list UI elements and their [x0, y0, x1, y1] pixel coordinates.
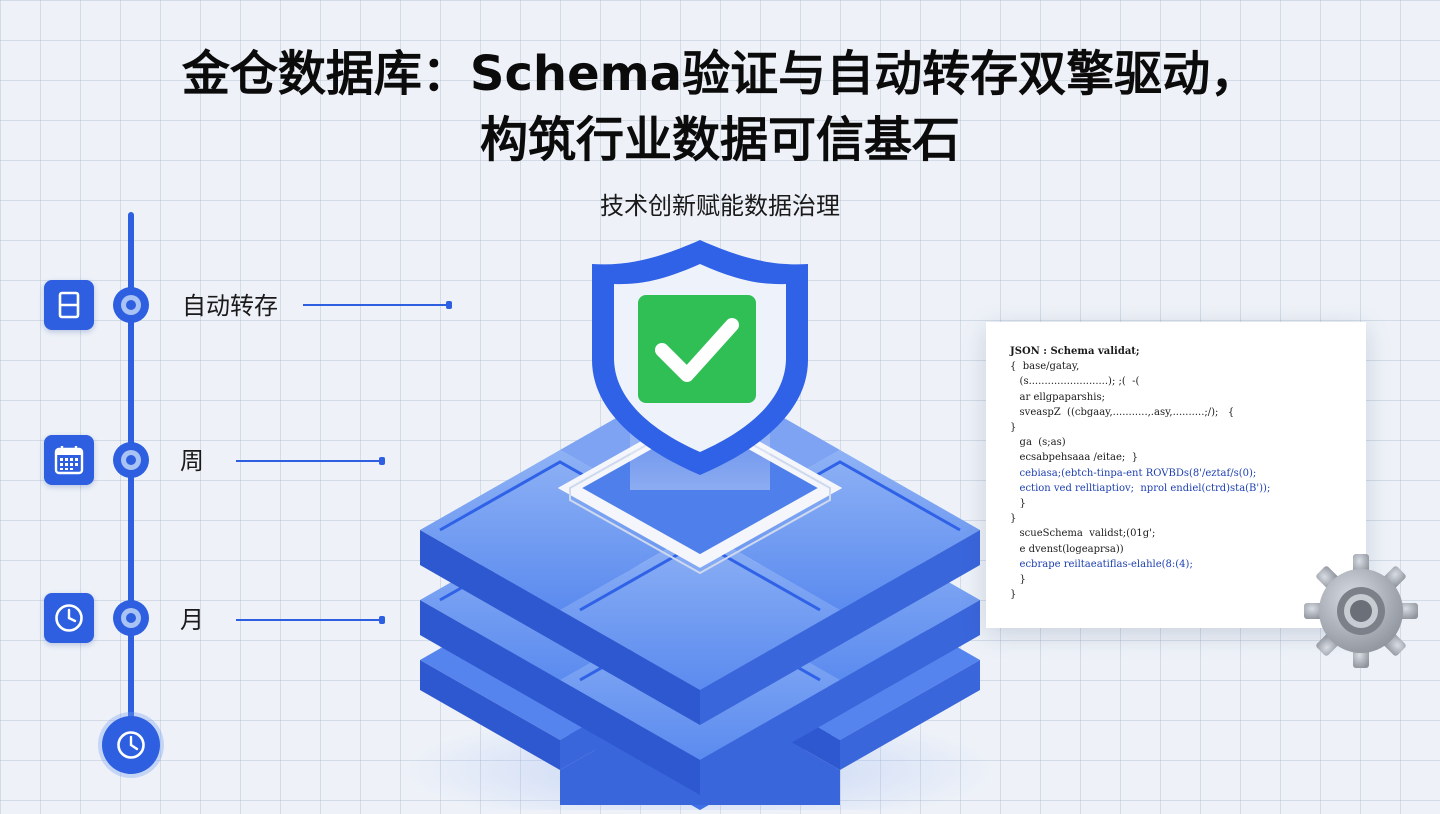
database-shield-illustration: [380, 230, 1020, 814]
code-line: (s.........................); ;( -(: [1010, 376, 1140, 388]
timeline-connector: [303, 301, 452, 309]
json-schema-code-panel: JSON : Schema validat; { base/gatay, (s..…: [986, 322, 1366, 628]
gear-icon: [1302, 552, 1420, 670]
timeline-label-week: 周: [180, 447, 204, 475]
code-line: ecsabpehsaaa /eitae; }: [1010, 452, 1138, 464]
stacked-database-icon: [400, 240, 1000, 814]
shield-check-icon: [592, 240, 808, 475]
page-title-line-2: 构筑行业数据可信基石: [479, 112, 960, 168]
timeline-label-auto-dump: 自动转存: [182, 292, 278, 320]
timeline-node: [113, 442, 149, 478]
code-line: ar ellgpaparshis;: [1010, 391, 1105, 403]
timeline-connector: [236, 457, 385, 465]
code-line: }: [1010, 422, 1017, 434]
page-title-line-1: 金仓数据库：Schema验证与自动转存双擎驱动，: [181, 46, 1259, 102]
code-line: scueSchema validst;(01g';: [1010, 528, 1156, 540]
code-line: JSON : Schema validat;: [1010, 346, 1140, 357]
code-line: ga (s;as): [1010, 437, 1066, 449]
daily-calendar-icon: [44, 280, 94, 330]
timeline-label-month: 月: [180, 606, 204, 634]
code-line: }: [1010, 574, 1026, 586]
clock-icon: [44, 593, 94, 643]
calendar-grid-icon: [44, 435, 94, 485]
code-line: sveaspZ ((cbgaay,...........,.asy,......…: [1010, 406, 1235, 418]
code-block: JSON : Schema validat; { base/gatay, (s..…: [986, 322, 1366, 602]
timeline-node: [113, 287, 149, 323]
timeline-connector: [236, 616, 385, 624]
code-line: e dvenst(logeaprsa)): [1010, 543, 1124, 555]
timeline-end-clock-icon: [102, 716, 160, 774]
code-line: }: [1010, 589, 1017, 601]
code-line: ection ved relltiaptiov; nprol endiel(ct…: [1010, 482, 1271, 494]
code-line: }: [1010, 513, 1017, 525]
page-subtitle: 技术创新赋能数据治理: [600, 192, 840, 220]
code-line: cebiasa;(ebtch-tinpa-ent ROVBDs(8'/eztaf…: [1010, 467, 1257, 479]
code-line: ecbrape reiltaeatiflas-elahle(8:(4);: [1010, 558, 1193, 570]
code-line: }: [1010, 498, 1026, 510]
code-line: { base/gatay,: [1010, 361, 1080, 373]
timeline-node: [113, 600, 149, 636]
